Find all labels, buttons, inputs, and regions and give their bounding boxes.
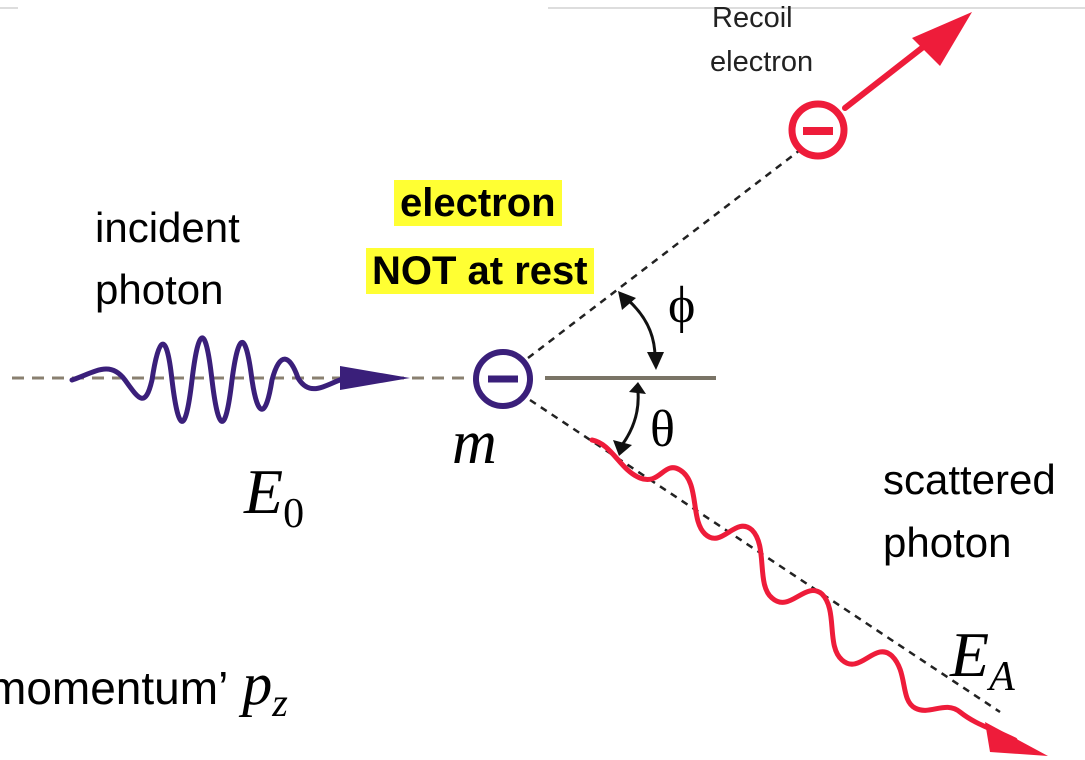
scattered-label-line2: photon	[883, 519, 1012, 566]
theta-symbol: θ	[650, 401, 675, 458]
mass-symbol: m	[452, 409, 497, 477]
recoil-label-line1: Recoil	[712, 2, 793, 34]
phi-angle-arc	[627, 298, 657, 361]
momentum-caption: momentum’pz	[0, 650, 288, 725]
phi-symbol: ϕ	[668, 277, 696, 334]
pz-symbol: pz	[242, 651, 288, 725]
e0-subscript: 0	[283, 491, 305, 537]
ea-base: E	[950, 619, 990, 690]
theta-arc-arrowhead	[629, 382, 646, 394]
scattered-arrowhead	[985, 722, 1048, 756]
scattered-label-line1: scattered	[883, 456, 1056, 503]
e0-base: E	[244, 456, 284, 527]
note-highlight-line1: electron	[394, 180, 562, 226]
ea-subscript: A	[989, 654, 1015, 700]
momentum-word: momentum’	[0, 662, 229, 714]
target-electron-icon	[473, 349, 533, 409]
scattered-energy-symbol: EA	[950, 618, 1015, 700]
incident-label-line2: photon	[95, 266, 224, 313]
recoil-direction-line	[527, 149, 801, 359]
incident-arrowhead	[340, 366, 410, 390]
recoil-arrowhead	[912, 12, 972, 66]
pz-base: p	[242, 651, 273, 717]
incident-label-line1: incident	[95, 204, 240, 251]
note-highlight-line2: NOT at rest	[366, 248, 594, 294]
theta-angle-arc	[620, 391, 640, 446]
recoil-electron-icon	[788, 100, 848, 160]
recoil-label-line2: electron	[710, 46, 814, 78]
incident-photon-wave	[69, 335, 348, 424]
scattered-photon-wave	[589, 437, 1018, 743]
incident-energy-symbol: E0	[244, 455, 304, 537]
pz-subscript: z	[272, 680, 288, 725]
theta-arc-arrowhead-bottom	[613, 440, 632, 456]
phi-arc-arrowhead	[647, 352, 664, 370]
phi-arc-arrowhead-top	[618, 291, 636, 310]
